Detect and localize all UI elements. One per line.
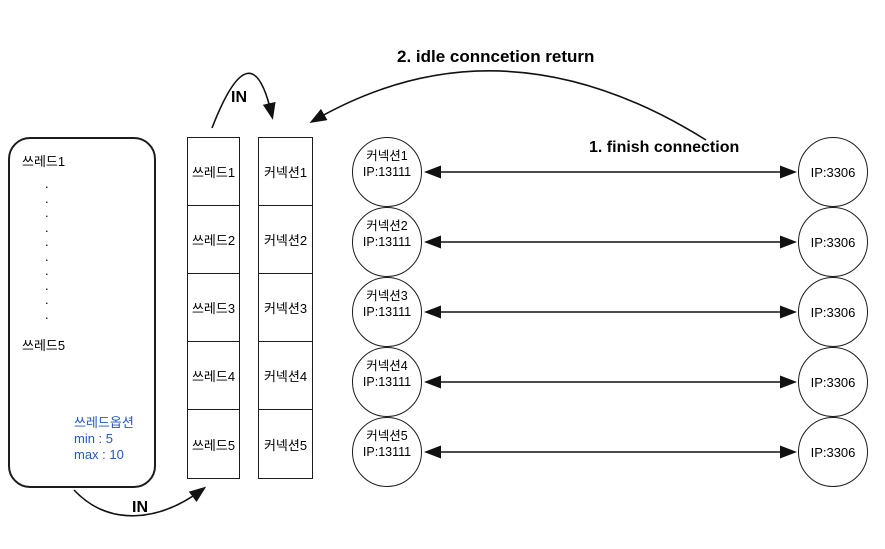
connection-node-name: 커넥션4	[366, 359, 408, 373]
in-bottom-label: IN	[132, 499, 148, 516]
thread-cell: 쓰레드5	[191, 437, 236, 453]
thread-stack: 쓰레드1 쓰레드2 쓰레드3 쓰레드4 쓰레드5	[187, 137, 240, 479]
connection-node-ip: IP:13111	[362, 374, 412, 389]
connection-node-name: 커넥션2	[366, 219, 408, 233]
finish-connection-label: 1. finish connection	[589, 139, 740, 156]
db-node: IP:3306	[798, 417, 868, 487]
thread-options: 쓰레드옵션 min : 5 max : 10	[74, 415, 134, 463]
connection-node: 커넥션1 IP:13111	[352, 137, 422, 207]
db-node-ip: IP:3306	[810, 444, 856, 460]
connection-node-name: 커넥션3	[366, 289, 408, 303]
connection-cell: 커넥션1	[259, 138, 312, 206]
db-node: IP:3306	[798, 137, 868, 207]
connection-cell: 커넥션2	[259, 206, 312, 274]
thread-options-min: min : 5	[74, 431, 114, 446]
connection-node: 커넥션5 IP:13111	[352, 417, 422, 487]
connection-cell: 커넥션3	[259, 274, 312, 342]
db-node: IP:3306	[798, 277, 868, 347]
finish-connection-arrows	[424, 165, 797, 459]
db-node-ip: IP:3306	[810, 234, 856, 250]
connection-node: 커넥션3 IP:13111	[352, 277, 422, 347]
connection-cell: 커넥션4	[259, 342, 312, 410]
db-node-ip: IP:3306	[810, 374, 856, 390]
db-node-ip: IP:3306	[810, 164, 856, 180]
idle-connection-return-label: 2. idle conncetion return	[397, 47, 595, 66]
connection-node-name: 커넥션1	[366, 149, 408, 163]
connection-node-ip: IP:13111	[362, 304, 412, 319]
thread-cell: 쓰레드1	[188, 138, 239, 206]
idle-return-arc-arrow	[309, 70, 707, 141]
thread-pool-panel: 쓰레드1 . . . . . . . . . . 쓰레드5 쓰레드옵션 min …	[8, 137, 156, 488]
thread-cell: 쓰레드3	[188, 274, 239, 342]
connection-node-ip: IP:13111	[362, 164, 412, 179]
connection-stack: 커넥션1 커넥션2 커넥션3 커넥션4 커넥션5	[258, 137, 313, 479]
connection-node-ip: IP:13111	[362, 234, 412, 249]
in-top-label: IN	[231, 89, 247, 106]
ellipsis-dots: . . . . . . . . . .	[45, 176, 49, 322]
connection-node: 커넥션4 IP:13111	[352, 347, 422, 417]
connection-node-ip: IP:13111	[362, 444, 412, 459]
connection-node: 커넥션2 IP:13111	[352, 207, 422, 277]
thread-cell: 쓰레드4	[188, 342, 239, 410]
connection-node-name: 커넥션5	[366, 429, 408, 443]
thread-options-title: 쓰레드옵션	[74, 415, 134, 430]
thread-cell: 쓰레드2	[188, 206, 239, 274]
connection-cell: 커넥션5	[263, 437, 308, 453]
db-node: IP:3306	[798, 347, 868, 417]
panel-last-thread-label: 쓰레드5	[22, 338, 66, 353]
db-node-ip: IP:3306	[810, 304, 856, 320]
thread-options-max: max : 10	[74, 447, 124, 462]
panel-first-thread-label: 쓰레드1	[22, 154, 66, 169]
db-node: IP:3306	[798, 207, 868, 277]
